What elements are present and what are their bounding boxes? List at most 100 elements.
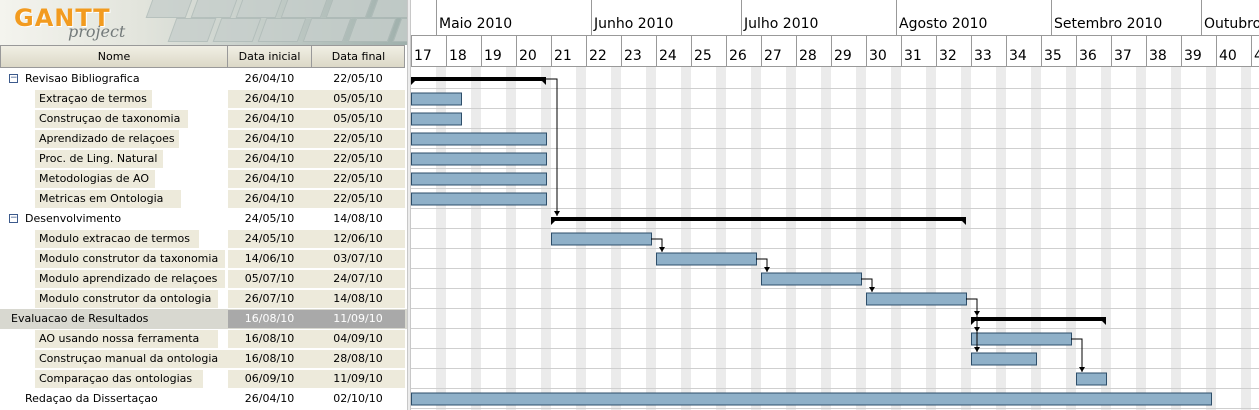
task-end-date[interactable]: 11/09/10 bbox=[311, 370, 405, 388]
task-end-date[interactable]: 14/08/10 bbox=[333, 212, 383, 225]
task-name[interactable]: Evaluacao de Resultados bbox=[11, 312, 149, 325]
task-start-date[interactable]: 26/04/10 bbox=[228, 150, 311, 168]
task-name[interactable]: Modulo construtor da ontologia bbox=[35, 290, 218, 308]
task-bar bbox=[411, 112, 462, 126]
task-start-date[interactable]: 14/06/10 bbox=[228, 250, 311, 268]
task-name[interactable]: Construçao manual da ontologia bbox=[35, 350, 228, 368]
task-name[interactable]: Modulo aprendizado de relaçoes bbox=[35, 270, 225, 288]
task-end-date[interactable]: 03/07/10 bbox=[311, 250, 405, 268]
task-row[interactable]: −Desenvolvimento 24/05/10 14/08/10 bbox=[0, 209, 407, 229]
task-bar bbox=[411, 152, 547, 166]
task-start-date[interactable]: 06/09/10 bbox=[228, 370, 311, 388]
task-end-date[interactable]: 14/08/10 bbox=[311, 290, 405, 308]
task-name[interactable]: Metricas em Ontologia bbox=[35, 190, 181, 208]
weekend-stripe bbox=[996, 67, 1006, 410]
task-end-date[interactable]: 12/06/10 bbox=[311, 230, 405, 248]
task-end-date[interactable]: 05/05/10 bbox=[311, 90, 405, 108]
month-label: Junho 2010 bbox=[591, 0, 741, 35]
task-name[interactable]: Revisao Bibliografica bbox=[25, 72, 140, 85]
task-end-date[interactable]: 22/05/10 bbox=[311, 190, 405, 208]
task-name[interactable]: Construçao de taxonomia bbox=[35, 110, 188, 128]
task-end-date[interactable]: 22/05/10 bbox=[333, 72, 383, 85]
task-end-date[interactable]: 24/07/10 bbox=[311, 270, 405, 288]
task-row[interactable]: Redaçao da Dissertaçao 26/04/10 02/10/10 bbox=[0, 389, 407, 409]
task-name[interactable]: Desenvolvimento bbox=[25, 212, 122, 225]
week-label: 23 bbox=[621, 36, 656, 66]
task-name[interactable]: Metodologias de AO bbox=[35, 170, 155, 188]
task-end-date[interactable]: 05/05/10 bbox=[311, 110, 405, 128]
dependency-line bbox=[966, 298, 978, 352]
gantt-chart-area bbox=[411, 67, 1259, 410]
task-end-date[interactable]: 22/05/10 bbox=[311, 150, 405, 168]
task-start-date[interactable]: 24/05/10 bbox=[244, 212, 295, 225]
month-label: Outubro bbox=[1201, 0, 1259, 35]
panel-splitter[interactable] bbox=[407, 0, 411, 410]
summary-bar bbox=[971, 317, 1106, 321]
weekend-stripe bbox=[436, 67, 446, 410]
task-start-date[interactable]: 26/04/10 bbox=[244, 392, 295, 405]
task-name[interactable]: Extraçao de termos bbox=[35, 90, 152, 108]
task-start-date[interactable]: 26/04/10 bbox=[228, 90, 311, 108]
task-name[interactable]: Modulo extracao de termos bbox=[35, 230, 199, 248]
task-start-date[interactable]: 26/04/10 bbox=[228, 170, 311, 188]
week-label: 17 bbox=[411, 36, 446, 66]
week-label: 40 bbox=[1216, 36, 1251, 66]
week-label: 21 bbox=[551, 36, 586, 66]
task-end-date[interactable]: 02/10/10 bbox=[333, 392, 383, 405]
task-end-date[interactable]: 28/08/10 bbox=[311, 350, 405, 368]
task-name[interactable]: Comparaçao das ontologias bbox=[35, 370, 203, 388]
summary-bar-end bbox=[411, 81, 415, 85]
column-header-end[interactable]: Data final bbox=[331, 50, 386, 63]
task-start-date[interactable]: 16/08/10 bbox=[228, 330, 311, 348]
task-end-date[interactable]: 22/05/10 bbox=[311, 170, 405, 188]
week-label: 22 bbox=[586, 36, 621, 66]
task-start-date[interactable]: 26/07/10 bbox=[228, 290, 311, 308]
task-start-date[interactable]: 26/04/10 bbox=[244, 72, 295, 85]
collapse-toggle-icon[interactable]: − bbox=[9, 73, 18, 83]
column-header-name[interactable]: Nome bbox=[1, 46, 228, 67]
month-label: Setembro 2010 bbox=[1051, 0, 1201, 35]
collapse-toggle-icon[interactable]: − bbox=[9, 213, 18, 223]
task-start-date[interactable]: 26/04/10 bbox=[228, 130, 311, 148]
task-name[interactable]: Proc. de Ling. Natural bbox=[35, 150, 163, 168]
task-end-date[interactable]: 04/09/10 bbox=[311, 330, 405, 348]
task-start-date[interactable]: 16/08/10 bbox=[228, 350, 311, 368]
task-start-date[interactable]: 05/07/10 bbox=[228, 270, 311, 288]
task-name[interactable]: Aprendizado de relaçoes bbox=[35, 130, 179, 148]
weekend-stripe bbox=[471, 67, 481, 410]
task-end-date[interactable]: 22/05/10 bbox=[311, 130, 405, 148]
task-start-date[interactable]: 16/08/10 bbox=[228, 310, 311, 328]
weekend-stripe bbox=[1066, 67, 1076, 410]
task-name[interactable]: AO usando nossa ferramenta bbox=[35, 330, 218, 348]
task-start-date[interactable]: 24/05/10 bbox=[228, 230, 311, 248]
task-start-date[interactable]: 26/04/10 bbox=[228, 110, 311, 128]
task-end-date[interactable]: 11/09/10 bbox=[311, 310, 405, 328]
task-start-date[interactable]: 26/04/10 bbox=[228, 190, 311, 208]
summary-bar bbox=[551, 217, 966, 221]
task-bar bbox=[411, 172, 547, 186]
task-bar bbox=[656, 252, 757, 266]
task-bar bbox=[971, 352, 1037, 366]
weekend-stripe bbox=[1101, 67, 1111, 410]
weekend-stripe bbox=[681, 67, 691, 410]
task-name[interactable]: Redaçao da Dissertaçao bbox=[25, 392, 158, 405]
column-header-start[interactable]: Data inicial bbox=[228, 46, 312, 67]
dependency-line bbox=[546, 78, 558, 216]
task-name[interactable]: Modulo construtor da taxonomia bbox=[35, 250, 225, 268]
week-label: 25 bbox=[691, 36, 726, 66]
task-row[interactable]: −Revisao Bibliografica 26/04/10 22/05/10 bbox=[0, 69, 407, 89]
